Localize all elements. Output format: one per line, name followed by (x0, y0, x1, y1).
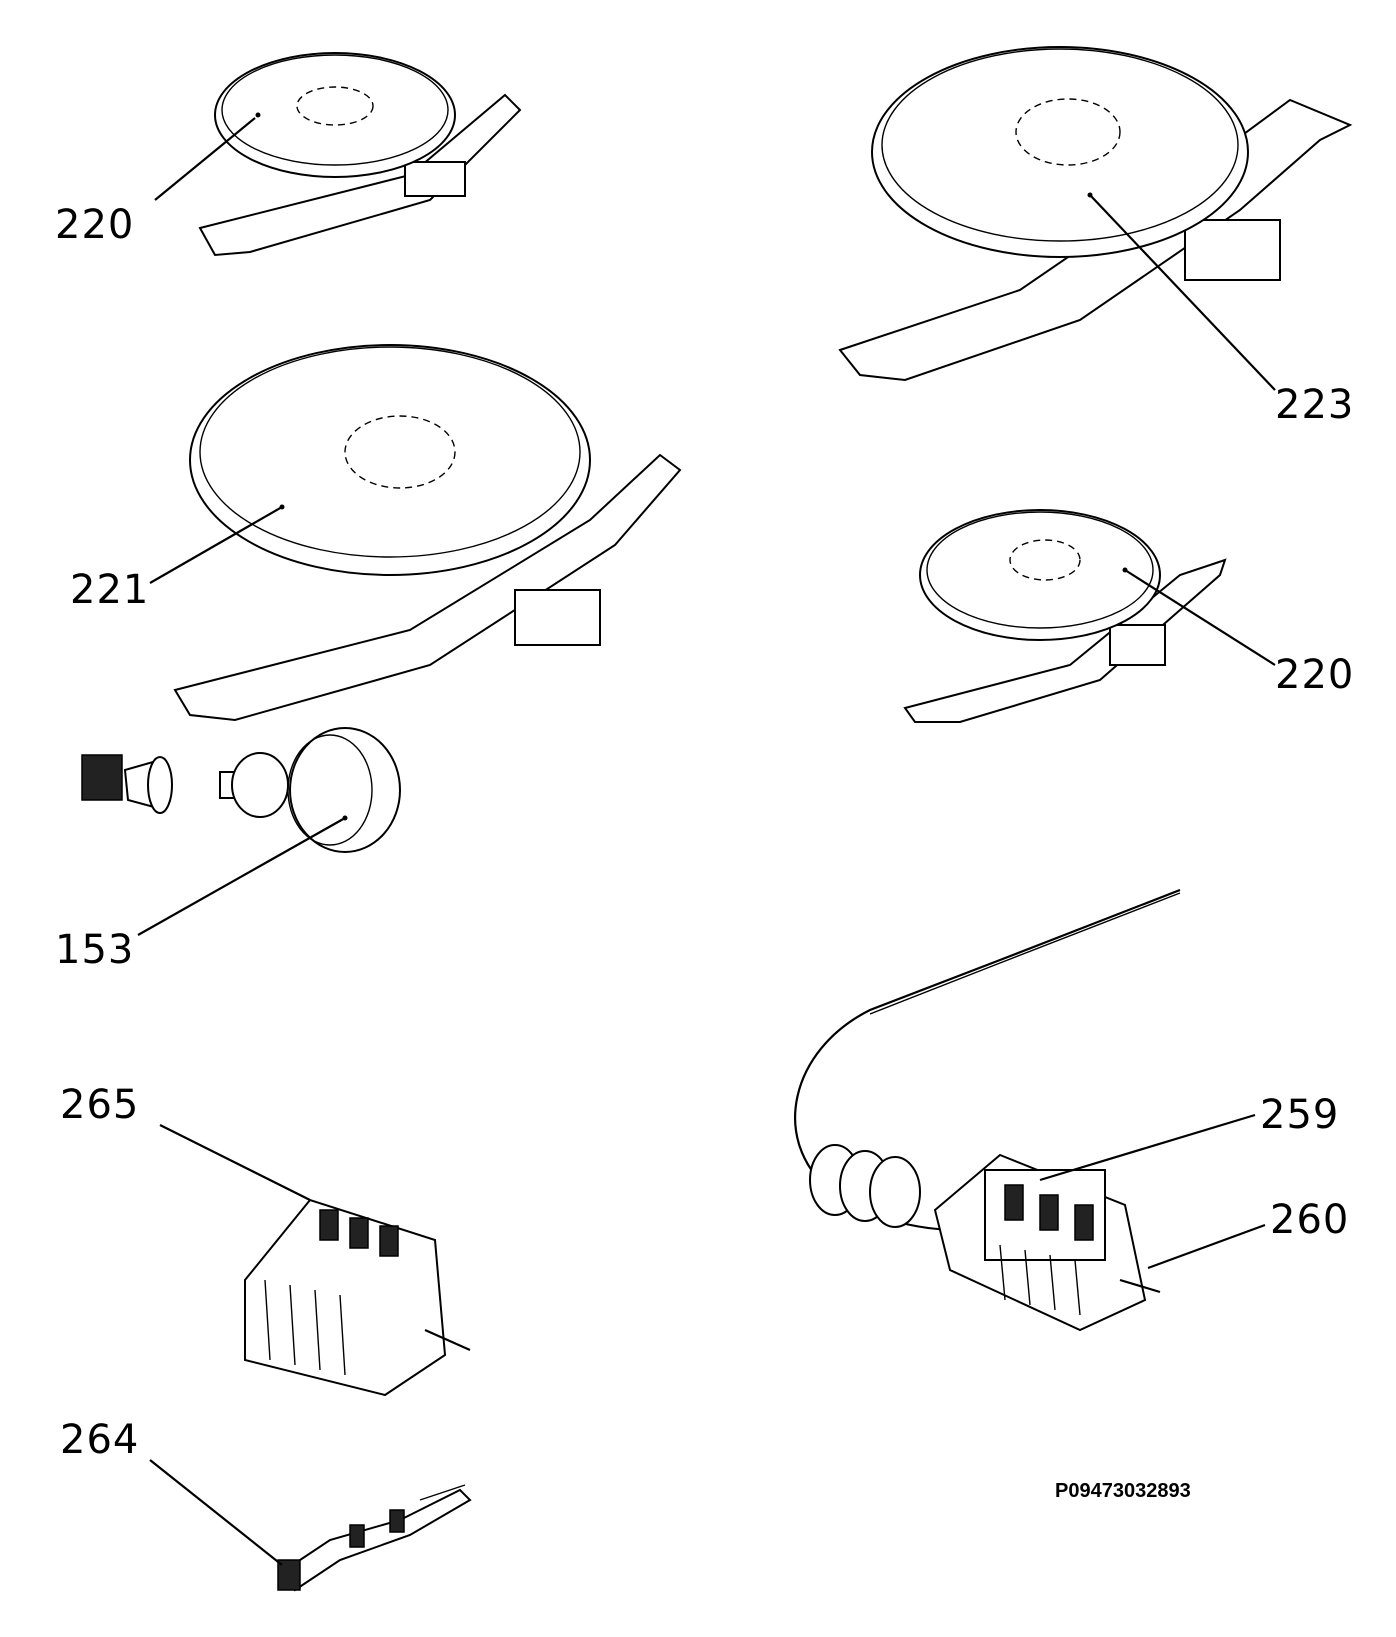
callout-220-right: 220 (1275, 652, 1355, 698)
callout-153: 153 (55, 927, 135, 973)
switch-265 (244, 1198, 471, 1397)
oven-lamp-assembly-153 (81, 727, 401, 853)
callout-220-top: 220 (55, 202, 135, 248)
hotplate-220-top-left (198, 52, 522, 257)
callout-259: 259 (1260, 1092, 1340, 1138)
callout-221: 221 (70, 567, 150, 613)
reference-code: P09473032893 (1055, 1480, 1191, 1502)
callout-264: 264 (60, 1417, 140, 1463)
hotplate-223-top-right (838, 46, 1353, 382)
callout-260: 260 (1270, 1197, 1350, 1243)
hotplate-221-middle-left (173, 344, 682, 722)
connector-264 (277, 1484, 472, 1592)
switch-259-260-with-cable (794, 888, 1181, 1332)
callout-265: 265 (60, 1082, 140, 1128)
callout-223: 223 (1275, 382, 1355, 428)
hotplate-220-middle-right (903, 509, 1227, 723)
